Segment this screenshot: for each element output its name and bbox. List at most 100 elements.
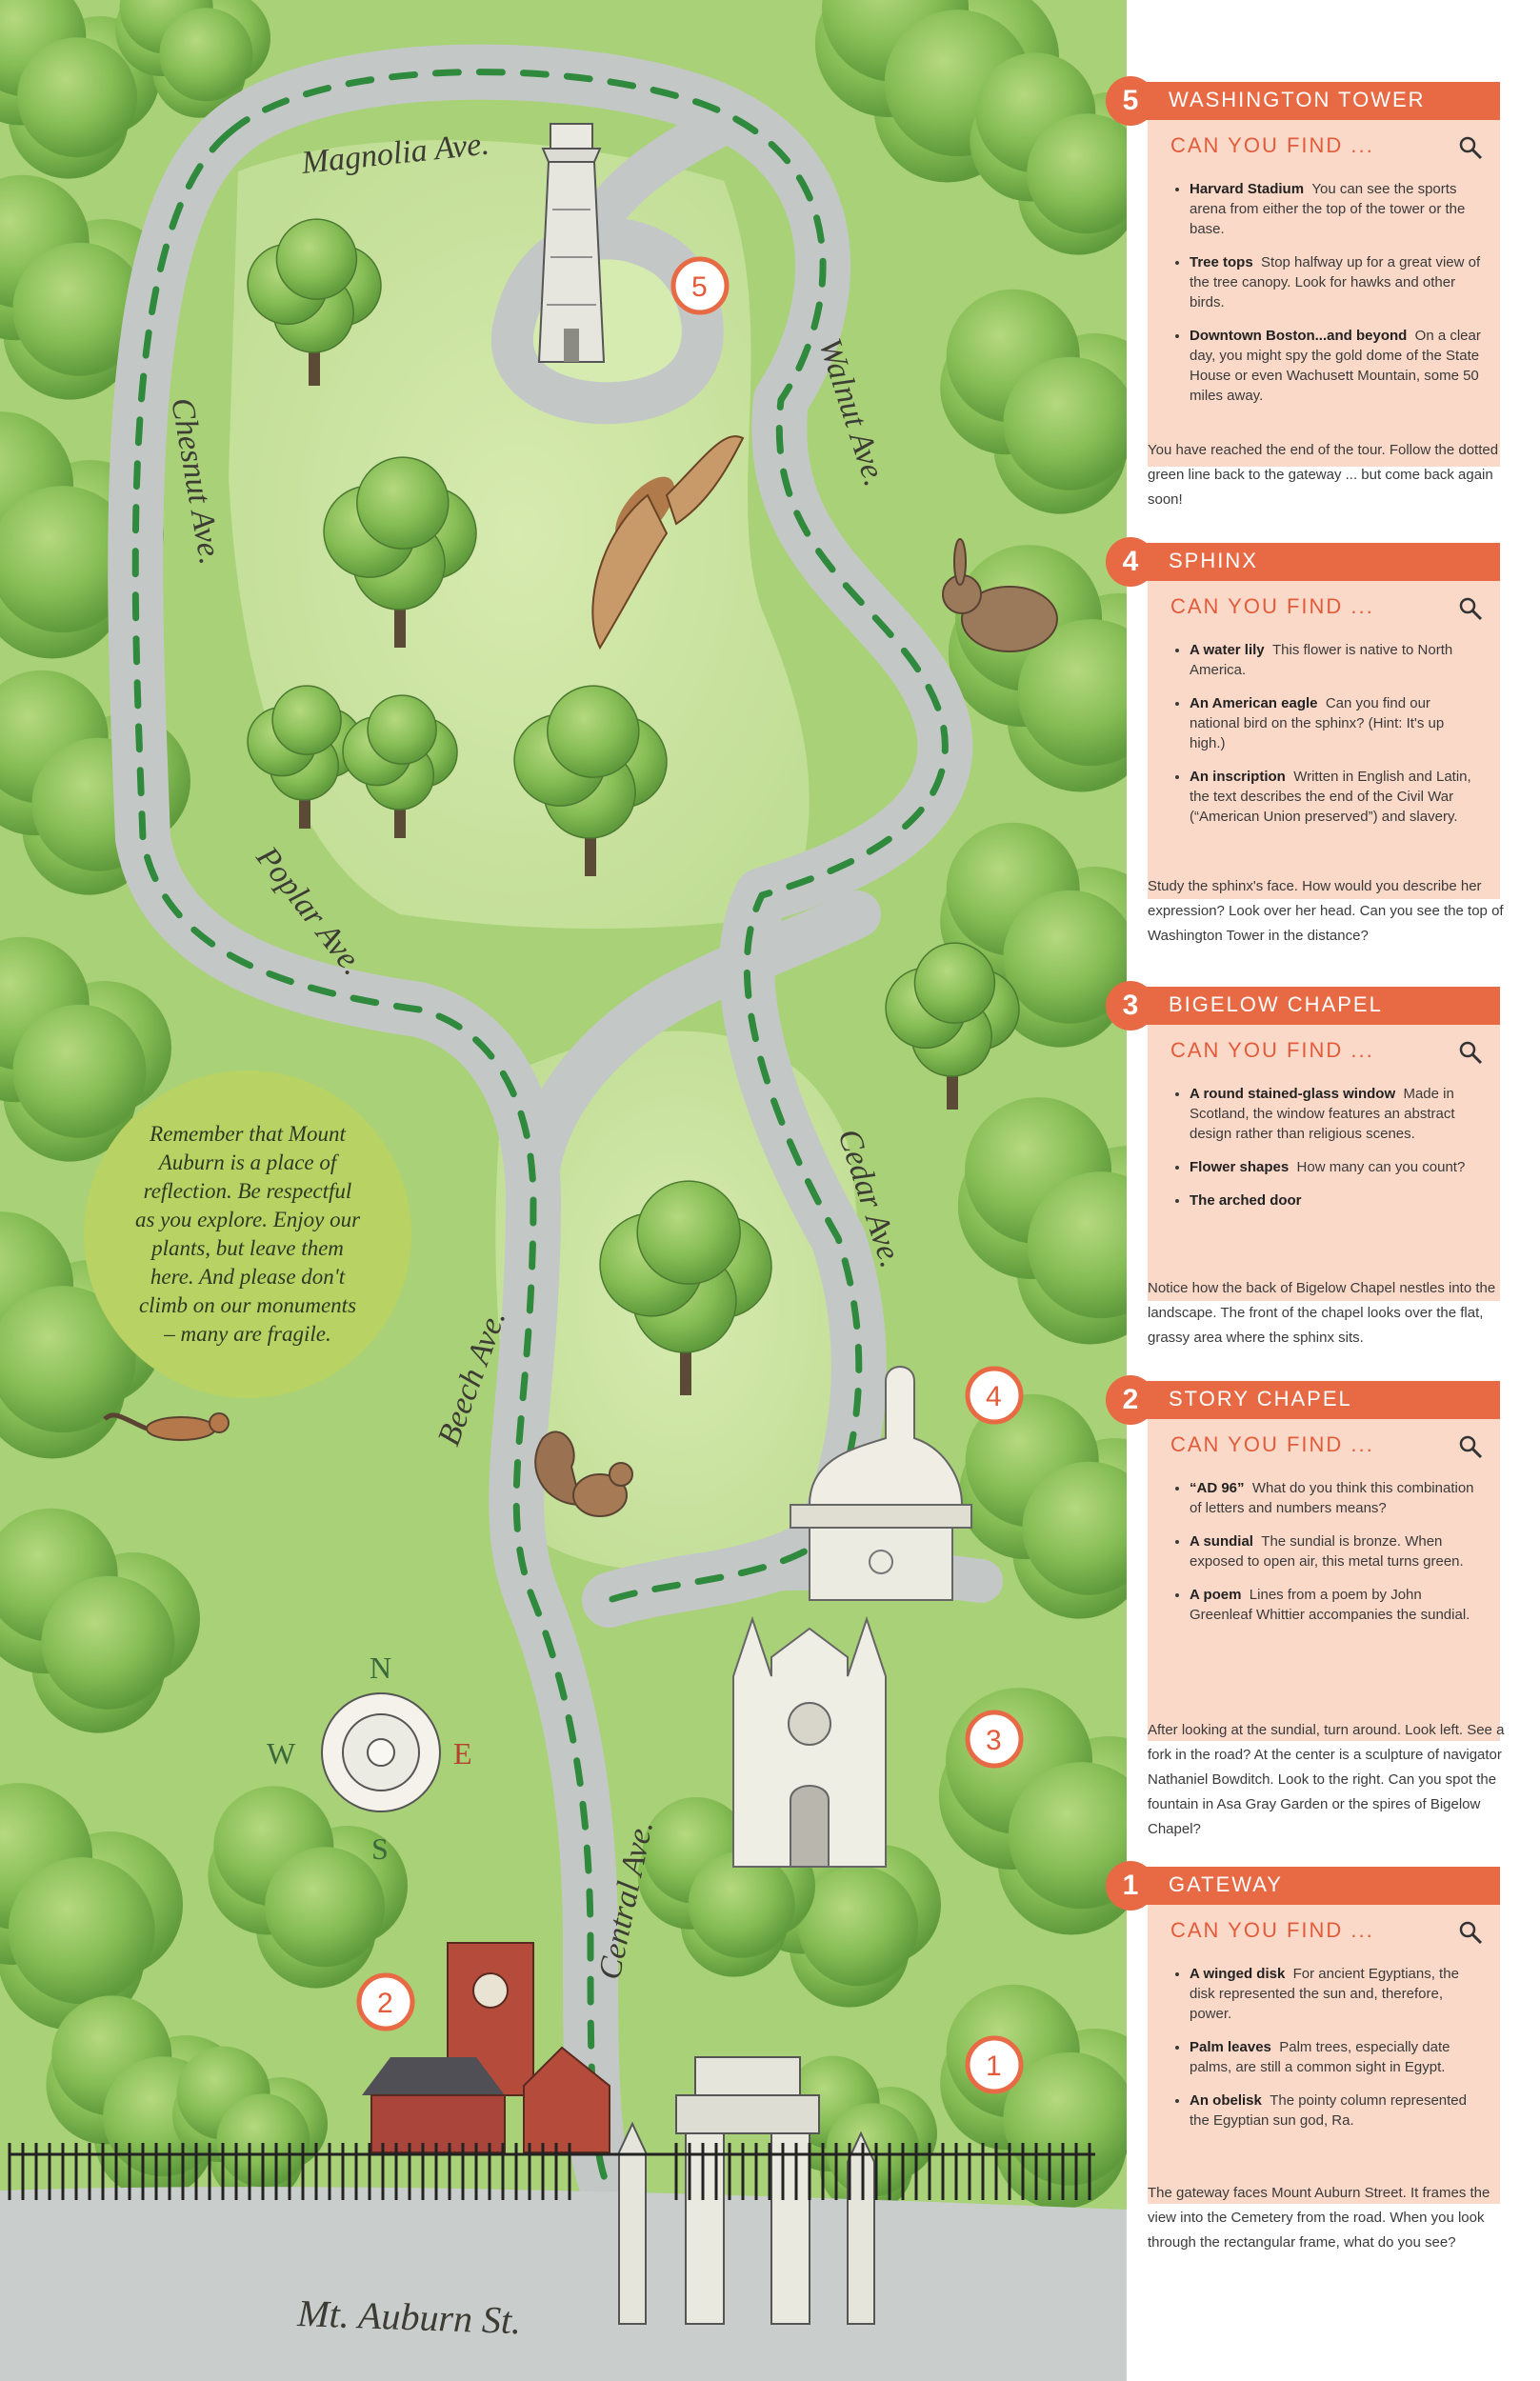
can-you-find-heading: CAN YOU FIND ... (1170, 1432, 1374, 1456)
stop-number-badge: 2 (1106, 1375, 1155, 1425)
magnifier-icon (1459, 1921, 1483, 1945)
find-item: A water lily This flower is native to No… (1190, 640, 1483, 680)
background-forest (0, 0, 1127, 2213)
map-marker-3[interactable]: 3 (965, 1710, 1024, 1769)
find-item: A sundial The sundial is bronze. When ex… (1190, 1531, 1483, 1571)
find-item: Tree tops Stop halfway up for a great vi… (1190, 252, 1483, 312)
sphinx-monument (790, 1366, 972, 1601)
tree-canopy (547, 685, 640, 778)
story-chapel (362, 1942, 610, 2153)
svg-text:4: 4 (986, 1381, 1002, 1412)
svg-text:2: 2 (377, 1988, 393, 2019)
road-label-street: Mt. Auburn St. (296, 2291, 522, 2342)
stop-header: 4 SPHINX (1106, 537, 1500, 587)
find-item: A round stained-glass window Made in Sco… (1190, 1084, 1483, 1144)
find-list: A round stained-glass window Made in Sco… (1170, 1084, 1483, 1211)
tree-canopy (1027, 113, 1127, 234)
tree-canopy (17, 37, 138, 158)
tree-canopy (1003, 2051, 1127, 2186)
hawk-illustration (591, 435, 745, 650)
compass-west: W (267, 1736, 296, 1771)
map-marker-5[interactable]: 5 (670, 256, 730, 315)
find-item: “AD 96” What do you think this combinati… (1190, 1478, 1483, 1518)
road-network (0, 44, 1127, 2381)
rabbit-illustration (942, 538, 1058, 652)
stop-title: BIGELOW CHAPEL (1169, 992, 1383, 1016)
stop-title: SPHINX (1169, 549, 1258, 572)
tree-canopy (1022, 1461, 1127, 1595)
tree-canopy (913, 942, 996, 1024)
can-you-find-heading: CAN YOU FIND ... (1170, 594, 1374, 618)
tree-canopy (367, 694, 437, 765)
stop-title: WASHINGTON TOWER (1169, 88, 1426, 111)
tree-canopy (12, 242, 147, 376)
gateway (618, 2056, 875, 2325)
stop-number-badge: 4 (1106, 537, 1155, 587)
bigelow-chapel (732, 1615, 887, 1868)
tree-canopy (1008, 1762, 1127, 1910)
stop-header: 5 WASHINGTON TOWER (1106, 76, 1500, 126)
find-item: Downtown Boston...and beyond On a clear … (1190, 326, 1483, 406)
map-marker-1[interactable]: 1 (965, 2035, 1024, 2094)
cemetery-map[interactable]: N S E W Magnolia Ave. Chesnut Ave (0, 0, 1127, 2381)
tree-canopy (0, 486, 136, 633)
stop-number-badge: 3 (1106, 981, 1155, 1030)
stop-title: GATEWAY (1169, 1872, 1283, 1896)
tree-canopy (159, 8, 253, 102)
magnifier-icon (1459, 1041, 1483, 1065)
svg-text:5: 5 (691, 271, 708, 303)
stop-header: 1 GATEWAY (1106, 1861, 1500, 1911)
tree-canopy (1027, 1171, 1127, 1319)
find-list: Harvard Stadium You can see the sports a… (1170, 179, 1483, 406)
washington-tower (537, 123, 606, 363)
map-illustration: N S E W Magnolia Ave. Chesnut Ave (0, 0, 1127, 2381)
fence (8, 2143, 1095, 2200)
chipmunk-illustration (103, 1412, 230, 1441)
find-item: A poem Lines from a poem by John Greenle… (1190, 1585, 1483, 1625)
feature-trees (247, 218, 1020, 1395)
svg-text:1: 1 (986, 2051, 1002, 2082)
squirrel-illustration (534, 1431, 633, 1517)
stop-note: Notice how the back of Bigelow Chapel ne… (1148, 1280, 1496, 1346)
can-you-find-heading: CAN YOU FIND ... (1170, 1038, 1374, 1062)
find-item: Palm leaves Palm trees, especially date … (1190, 2037, 1483, 2077)
map-marker-4[interactable]: 4 (965, 1366, 1024, 1425)
tree-canopy (688, 1851, 795, 1958)
can-you-find-heading: CAN YOU FIND ... (1170, 133, 1374, 157)
stop-title: STORY CHAPEL (1169, 1387, 1352, 1411)
tree-canopy (8, 1857, 155, 2005)
find-item: An inscription Written in English and La… (1190, 767, 1483, 827)
tree-canopy (356, 456, 450, 550)
find-list: A water lily This flower is native to No… (1170, 640, 1483, 827)
can-you-find-box: CAN YOU FIND ... Harvard Stadium You can… (1148, 120, 1500, 467)
stop-note: After looking at the sundial, turn aroun… (1148, 1722, 1505, 1837)
magnifier-icon (1459, 1435, 1483, 1459)
stop-header: 3 BIGELOW CHAPEL (1106, 981, 1500, 1030)
compass-south: S (371, 1831, 389, 1866)
stop-note: The gateway faces Mount Auburn Street. I… (1148, 2185, 1490, 2251)
tree-canopy (271, 685, 342, 755)
can-you-find-box: CAN YOU FIND ... “AD 96” What do you thi… (1148, 1419, 1500, 1741)
map-marker-2[interactable]: 2 (356, 1972, 415, 2031)
find-item: An obelisk The pointy column represented… (1190, 2091, 1483, 2131)
tree-canopy (1003, 356, 1127, 490)
find-item: The arched door (1190, 1190, 1483, 1211)
find-list: A winged disk For ancient Egyptians, the… (1170, 1964, 1483, 2131)
tree-canopy (0, 1286, 136, 1433)
tree-canopy (41, 1575, 175, 1710)
magnifier-icon (1459, 136, 1483, 160)
tour-guide-panel: 5 WASHINGTON TOWER CAN YOU FIND ... Harv… (1106, 0, 1540, 2381)
tree-canopy (1017, 619, 1127, 767)
tree-canopy (12, 1004, 147, 1138)
tree-canopy (275, 218, 358, 300)
can-you-find-box: CAN YOU FIND ... A round stained-glass w… (1148, 1025, 1500, 1301)
tree-canopy (798, 1866, 919, 1987)
stop-number-badge: 5 (1106, 76, 1155, 126)
stop-number-badge: 1 (1106, 1861, 1155, 1911)
stop-note: Study the sphinx's face. How would you d… (1148, 878, 1504, 944)
can-you-find-heading: CAN YOU FIND ... (1170, 1918, 1374, 1942)
compass-north: N (370, 1651, 391, 1685)
visitor-reminder-note: Remember that Mount Auburn is a place of… (84, 1070, 411, 1398)
stop-header: 2 STORY CHAPEL (1106, 1375, 1500, 1425)
find-item: Harvard Stadium You can see the sports a… (1190, 179, 1483, 239)
